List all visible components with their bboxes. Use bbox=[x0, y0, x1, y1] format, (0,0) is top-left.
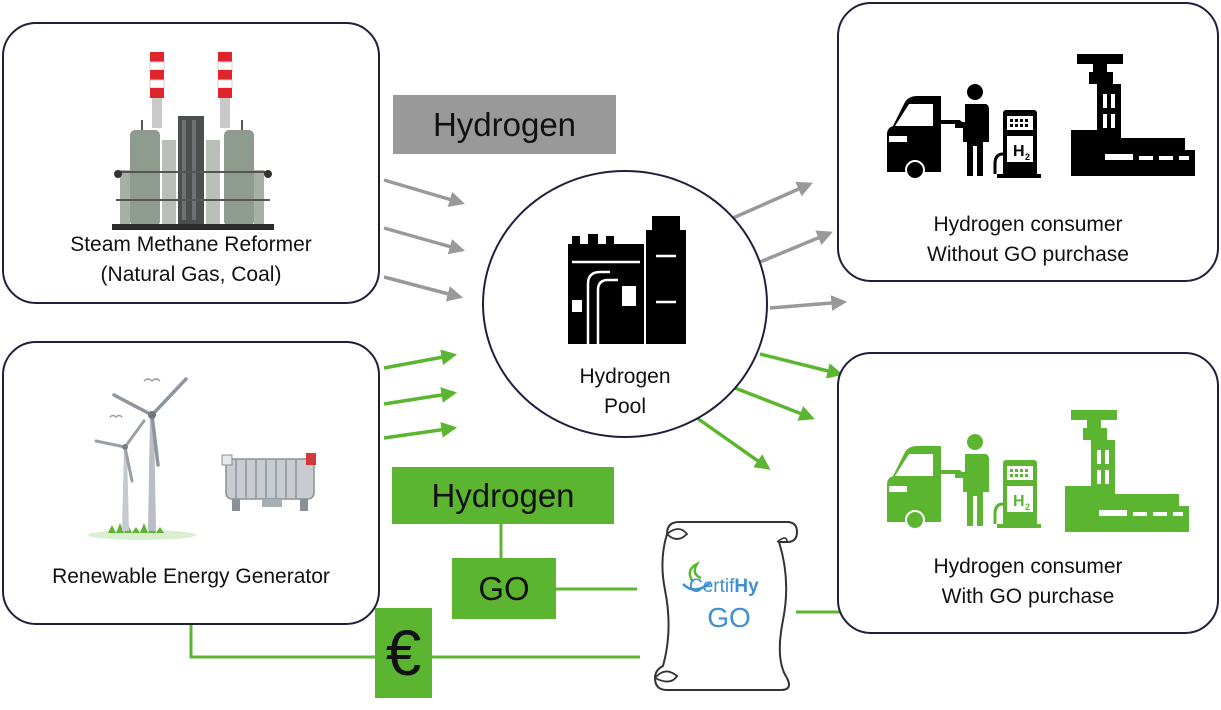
pool-plant-icon bbox=[568, 216, 686, 344]
consumer-with-go-line1: Hydrogen consumer bbox=[933, 555, 1123, 578]
certifhy-prefix: Certif bbox=[689, 576, 735, 597]
renewable-label-text: Renewable Energy Generator bbox=[52, 565, 330, 588]
smr-source-box: Steam Methane Reformer (Natural Gas, Coa… bbox=[2, 22, 380, 304]
certifhy-suffix: Hy bbox=[734, 576, 759, 597]
factory-green-icon bbox=[1065, 410, 1189, 532]
renewable-label: Renewable Energy Generator bbox=[4, 562, 378, 592]
smr-label-line1: Steam Methane Reformer bbox=[70, 233, 312, 256]
go-flow-lines bbox=[189, 524, 845, 659]
pool-label-line1: Hydrogen bbox=[579, 365, 671, 388]
svg-text:2: 2 bbox=[1025, 502, 1030, 512]
svg-text:H: H bbox=[1013, 143, 1025, 160]
car-refuel-green-icon: H 2 bbox=[887, 434, 1041, 530]
refinery-icon bbox=[112, 52, 274, 230]
certificate-go-label: GO bbox=[707, 602, 751, 633]
renewable-source-box: Renewable Energy Generator bbox=[2, 341, 380, 625]
consumer-without-go-line2: Without GO purchase bbox=[927, 243, 1129, 266]
wind-turbine-icon bbox=[88, 377, 196, 540]
go-certificate: CertifHy GO bbox=[637, 520, 799, 692]
grey-outflow-arrows bbox=[732, 181, 848, 311]
car-refuel-icon: H 2 bbox=[887, 84, 1041, 180]
green-inflow-arrows bbox=[383, 349, 458, 440]
grey-hydrogen-tag: Hydrogen bbox=[393, 95, 616, 154]
pool-label: Hydrogen Pool bbox=[484, 362, 766, 422]
consumer-with-go-box: H 2 Hydrogen consumer bbox=[837, 352, 1219, 634]
green-hydrogen-tag: Hydrogen bbox=[392, 467, 614, 524]
pool-label-line2: Pool bbox=[603, 395, 647, 418]
consumer-without-go-label: Hydrogen consumer Without GO purchase bbox=[839, 210, 1217, 270]
go-tag: GO bbox=[452, 558, 556, 619]
svg-text:2: 2 bbox=[1025, 152, 1030, 162]
electrolyser-icon bbox=[221, 453, 316, 511]
factory-icon bbox=[1071, 54, 1195, 176]
smr-label-line2: (Natural Gas, Coal) bbox=[100, 263, 282, 286]
green-outflow-arrows bbox=[695, 352, 844, 470]
consumer-with-go-label: Hydrogen consumer With GO purchase bbox=[839, 552, 1217, 612]
consumer-without-go-box: H 2 Hydrogen consumer bbox=[837, 2, 1219, 282]
hydrogen-pool: Hydrogen Pool bbox=[482, 170, 768, 438]
euro-payment-tag: € bbox=[375, 608, 432, 698]
svg-text:H: H bbox=[1013, 493, 1025, 510]
certifhy-logo: CertifHy bbox=[689, 576, 759, 598]
scroll-icon bbox=[653, 521, 799, 691]
smr-label: Steam Methane Reformer (Natural Gas, Coa… bbox=[4, 230, 378, 290]
grey-inflow-arrows bbox=[383, 178, 466, 302]
consumer-without-go-line1: Hydrogen consumer bbox=[933, 213, 1123, 236]
consumer-with-go-line2: With GO purchase bbox=[941, 585, 1115, 608]
